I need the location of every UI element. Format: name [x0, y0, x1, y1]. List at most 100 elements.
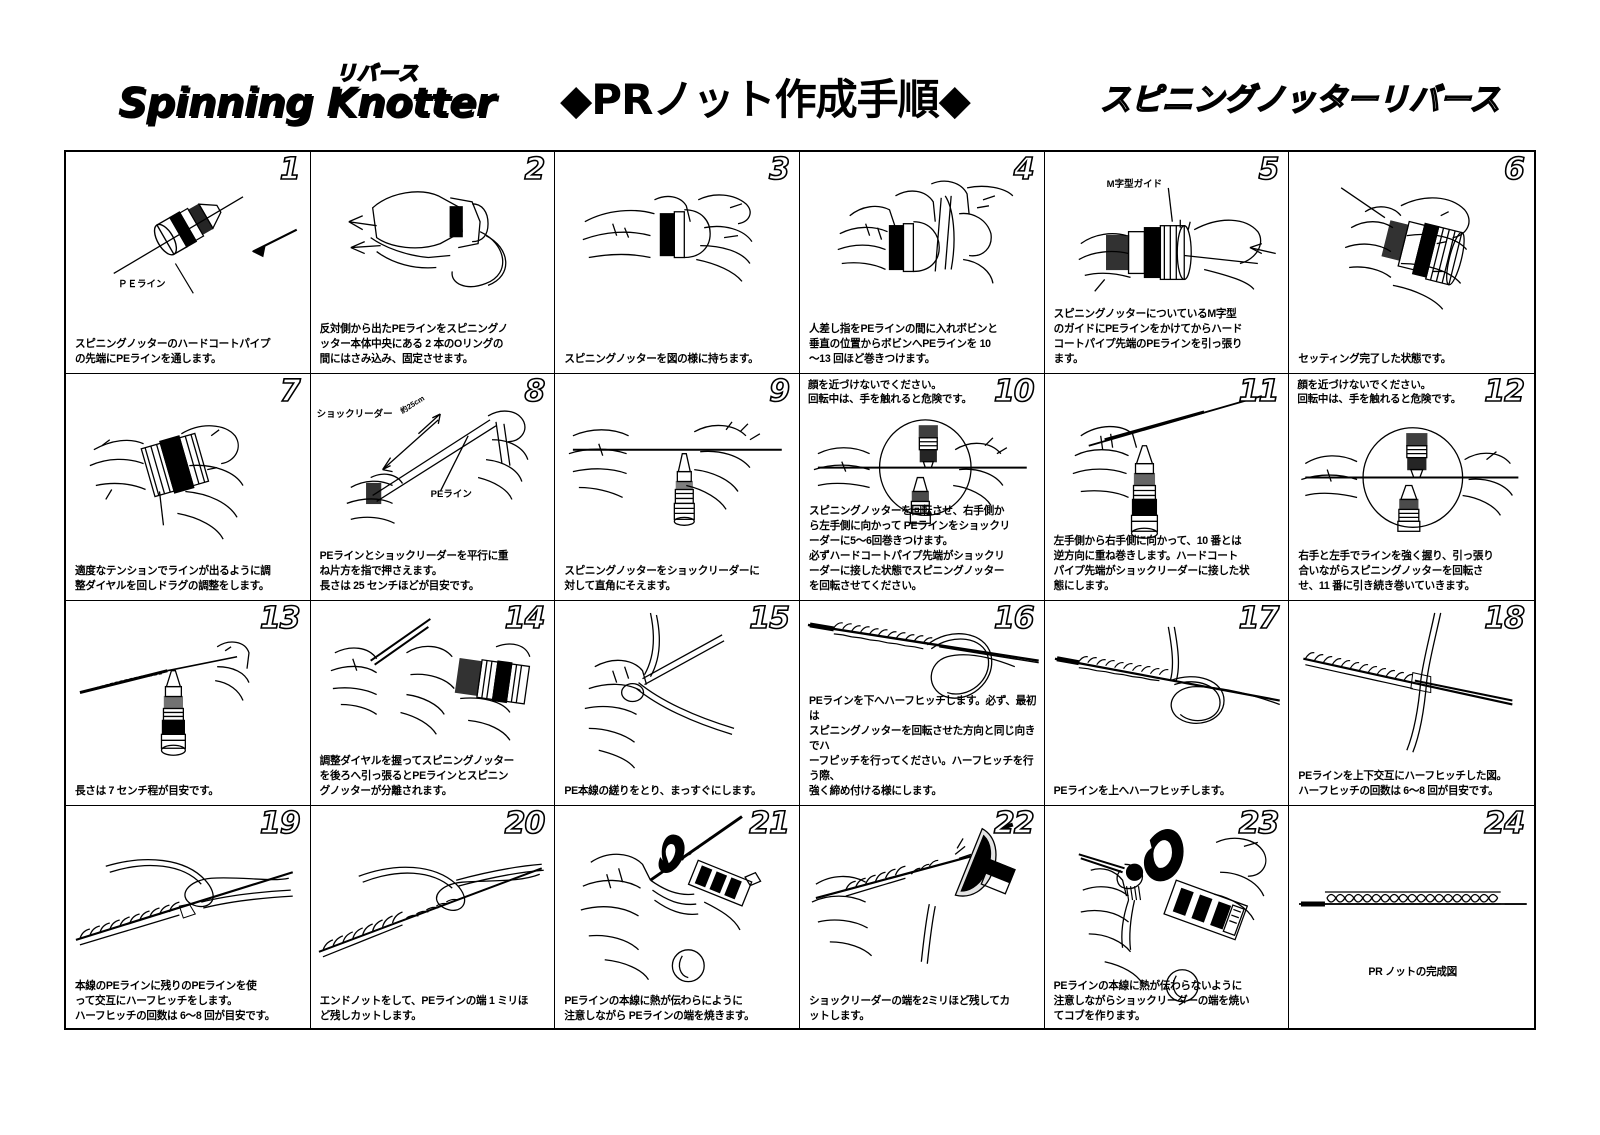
step-illustration [66, 806, 310, 1030]
step-cell-13: 13 [66, 601, 311, 806]
step-caption: セッティング完了した状態です。 [1298, 352, 1452, 365]
step-number: 18 [1483, 601, 1525, 636]
step-number: 13 [259, 601, 301, 636]
step-illustration [66, 152, 310, 373]
shock-leader-annotation: ショックリーダー [316, 409, 393, 420]
step-illustration [1289, 152, 1534, 373]
pe-line-annotation: PEライン [430, 489, 472, 500]
warning-text: 顔を近づけないでください。 回転中は、手を触れると危険です。 [1297, 379, 1462, 406]
step-number: 11 [1238, 374, 1280, 409]
step-illustration [800, 374, 1044, 600]
step-caption: PEラインの本線に熱が伝わらにように 注意しながら PEラインの端を焼きます。 [564, 994, 755, 1022]
step-illustration [1045, 806, 1289, 1030]
step-number: 20 [504, 806, 546, 841]
step-number: 19 [259, 806, 301, 841]
step-cell-2: 2 反対側から出たPEラインをスピニングノ ッター本体中央にある 2 本のOリン… [310, 152, 556, 374]
page-header: Spinning Knotter リバース ◆PRノット作成手順◆ スピニングノ… [0, 0, 1600, 148]
step-caption: 本線のPEラインに残りのPEラインを使 って交互にハーフヒッチをします。 ハーフ… [75, 979, 276, 1022]
step-cell-12: 12 顔を近づけないでください。 回転中は、手を触れると危険です。 [1289, 374, 1534, 601]
step-illustration [1289, 374, 1534, 600]
step-caption: ショックリーダーの端を2ミリほど残してカ ットします。 [809, 994, 1010, 1022]
step-caption: 長さは 7 センチ程が目安です。 [75, 784, 219, 797]
step-number: 5 [1258, 152, 1280, 187]
step-cell-19: 19 本線のPEラインに残りのPEラインを使 って交互にハーフヒッチをします。 [66, 806, 311, 1030]
step-caption: 適度なテンションでラインが出るように調 整ダイヤルを回しドラグの調整をします。 [75, 564, 271, 592]
step-illustration [66, 374, 310, 600]
step-number: 14 [504, 601, 546, 636]
step-illustration [1289, 601, 1534, 805]
step-number: 7 [279, 374, 301, 409]
step-cell-20: 20 エンドノットをして、PEラ [311, 806, 556, 1030]
step-cell-10: 10 顔を近づけないでください。 回転中は、手を触れると危険です。 [800, 374, 1045, 601]
warning-text: 顔を近づけないでください。 回転中は、手を触れると危険です。 [808, 379, 972, 406]
step-caption: PR ノットの完成図 [1368, 965, 1457, 978]
step-cell-21: 21 [555, 806, 800, 1030]
step-number: 12 [1483, 374, 1525, 409]
step-illustration [555, 152, 799, 373]
step-number: 23 [1238, 806, 1280, 841]
step-cell-14: 14 [310, 601, 556, 806]
step-cell-23: 23 [1045, 806, 1290, 1030]
step-caption: 右手と左手でラインを強く握り、引っ張り 合いながらスピニングノッターを回転さ せ… [1298, 549, 1494, 592]
step-caption: PEラインの本線に熱が伝わらないように 注意しながらショックリーダーの端を焼い … [1053, 979, 1250, 1022]
step-number: 1 [279, 152, 301, 187]
step-number: 3 [768, 152, 790, 187]
step-number: 24 [1483, 806, 1525, 841]
step-cell-3: 3 スピニングノッター [555, 152, 800, 374]
step-illustration [555, 374, 799, 600]
pe-line-annotation: ＰＥライン [118, 279, 166, 290]
step-cell-9: 9 [555, 374, 800, 601]
step-illustration [800, 152, 1044, 373]
step-cell-18: 18 PEラインを上下交互にハーフヒッチした図。 ハーフヒッチの回数は 6～8 … [1289, 601, 1534, 806]
instruction-grid: 1 ＰＥライン [64, 150, 1536, 1030]
step-illustration [800, 601, 1044, 805]
step-cell-7: 7 [66, 374, 311, 601]
step-cell-8: 8 [310, 374, 556, 601]
brand-name-japanese: スピニングノッターリバース [1099, 81, 1501, 119]
step-caption: スピニングノッターを図の様に持ちます。 [564, 352, 759, 365]
step-caption: PEラインを上へハーフヒッチします。 [1053, 784, 1231, 797]
step-number: 9 [768, 374, 790, 409]
step-caption: スピニングノッターをショックリーダーに 対して直角にそえます。 [564, 564, 760, 592]
logo-wordmark: Spinning Knotter [118, 80, 495, 126]
step-cell-24: 24 PR ノットの完成図 [1289, 806, 1534, 1030]
step-illustration [555, 806, 799, 1030]
step-number: 16 [993, 601, 1035, 636]
step-caption: スピニングノッターのハードコートパイプ の先端にPEラインを通します。 [75, 337, 271, 365]
step-number: 17 [1238, 601, 1280, 636]
step-caption: 調整ダイヤルを握ってスピニングノッター を後ろへ引っ張るとPEラインとスピニン … [319, 754, 515, 797]
step-illustration [1045, 601, 1289, 805]
step-number: 21 [748, 806, 790, 841]
brand-logo: Spinning Knotter リバース [118, 60, 495, 126]
step-caption: PEラインを上下交互にハーフヒッチした図。 ハーフヒッチの回数は 6～8 回が目… [1298, 769, 1507, 797]
step-cell-15: 15 PE本線の縒りを [555, 601, 800, 806]
step-caption: 反対側から出たPEラインをスピニングノ ッター本体中央にある 2 本のOリングの… [319, 322, 509, 365]
step-cell-11: 11 [1044, 374, 1290, 601]
step-caption: スピニングノッターについているM字型 のガイドにPEラインをかけてからハード コ… [1053, 307, 1243, 365]
step-illustration [66, 601, 310, 805]
step-caption: PEラインとショックリーダーを平行に重 ね片方を指で押さえます。 長さは 25 … [319, 549, 509, 592]
step-illustration [311, 152, 555, 373]
step-cell-4: 4 [800, 152, 1045, 374]
step-number: 4 [1013, 152, 1035, 187]
step-caption: エンドノットをして、PEラインの端 1 ミリほ ど残しカットします。 [319, 994, 529, 1022]
step-caption: 人差し指をPEラインの間に入れボビンと 垂直の位置からボビンへPEラインを 10… [809, 322, 998, 365]
step-illustration [800, 806, 1044, 1030]
step-cell-5: 5 [1044, 152, 1290, 374]
step-number: 15 [748, 601, 790, 636]
step-number: 2 [524, 152, 546, 187]
step-illustration [1045, 374, 1289, 600]
step-illustration [1289, 806, 1534, 1030]
step-caption: PEラインを下へハーフヒッチします。必ず、最初は スピニングノッターを回転させた… [809, 694, 1037, 797]
m-guide-annotation: M字型ガイド [1106, 179, 1163, 190]
step-caption: PE本線の縒りをとり、まっすぐにします。 [564, 784, 762, 797]
step-number: 10 [993, 374, 1035, 409]
step-illustration [311, 374, 555, 600]
step-illustration [1045, 152, 1289, 373]
step-number: 8 [524, 374, 546, 409]
step-illustration [311, 601, 555, 805]
step-cell-1: 1 ＰＥライン [66, 152, 311, 374]
step-illustration [311, 806, 555, 1030]
step-illustration [555, 601, 799, 805]
logo-kana-label: リバース [335, 62, 419, 86]
